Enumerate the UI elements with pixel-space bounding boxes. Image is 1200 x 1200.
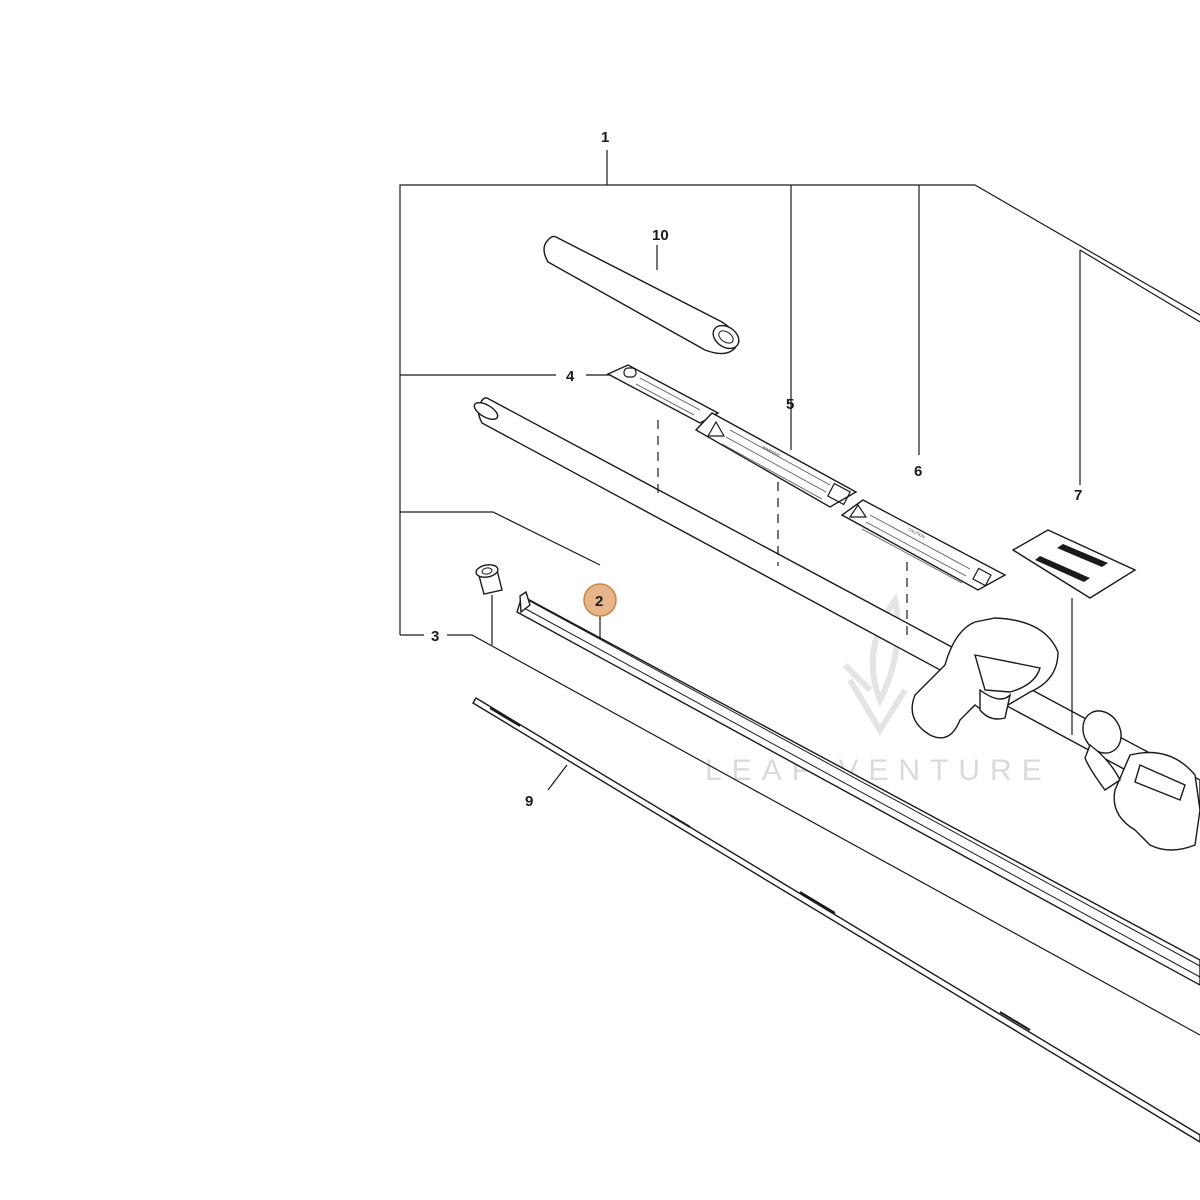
main-shaft <box>473 397 1200 811</box>
bracket-1 <box>399 150 1200 635</box>
callout-2-highlight[interactable]: 2 <box>583 583 617 617</box>
watermark-text: LEAF VENTURE <box>705 754 1052 787</box>
highlight-circle <box>583 583 617 617</box>
hand-icon <box>972 567 992 587</box>
callout-5[interactable]: 5 <box>786 396 794 413</box>
decal-strip: WARNING CAUTION <box>606 364 1007 591</box>
callout-6[interactable]: 6 <box>914 463 922 480</box>
part-9-drive-cable <box>472 697 1200 1143</box>
bushing <box>475 564 503 595</box>
callout-9[interactable]: 9 <box>525 793 533 810</box>
callouts: 1 10 4 5 6 7 3 9 2 <box>431 129 1082 810</box>
handle-assembly <box>911 617 1200 851</box>
part-7-echo-decal <box>1011 529 1137 735</box>
part-10-tube <box>543 235 740 355</box>
callout-10[interactable]: 10 <box>652 227 669 244</box>
callout-2[interactable]: 2 <box>595 593 603 610</box>
bracket-3 <box>400 511 1200 1036</box>
decal-fine-print <box>635 377 971 584</box>
operator-icon <box>826 482 852 506</box>
part-2-liner <box>516 590 1200 986</box>
echo-brand-logo-icon <box>1035 544 1108 582</box>
callout-3[interactable]: 3 <box>431 628 439 645</box>
warning-triangle-icon <box>706 420 726 437</box>
watermark: LEAF VENTURE <box>705 592 1052 787</box>
safety-goggles-icon <box>623 367 637 378</box>
warning-triangle-icon-2 <box>848 503 868 518</box>
callout-1[interactable]: 1 <box>601 129 609 146</box>
callout-7[interactable]: 7 <box>1074 487 1082 504</box>
callout-4[interactable]: 4 <box>566 368 575 385</box>
